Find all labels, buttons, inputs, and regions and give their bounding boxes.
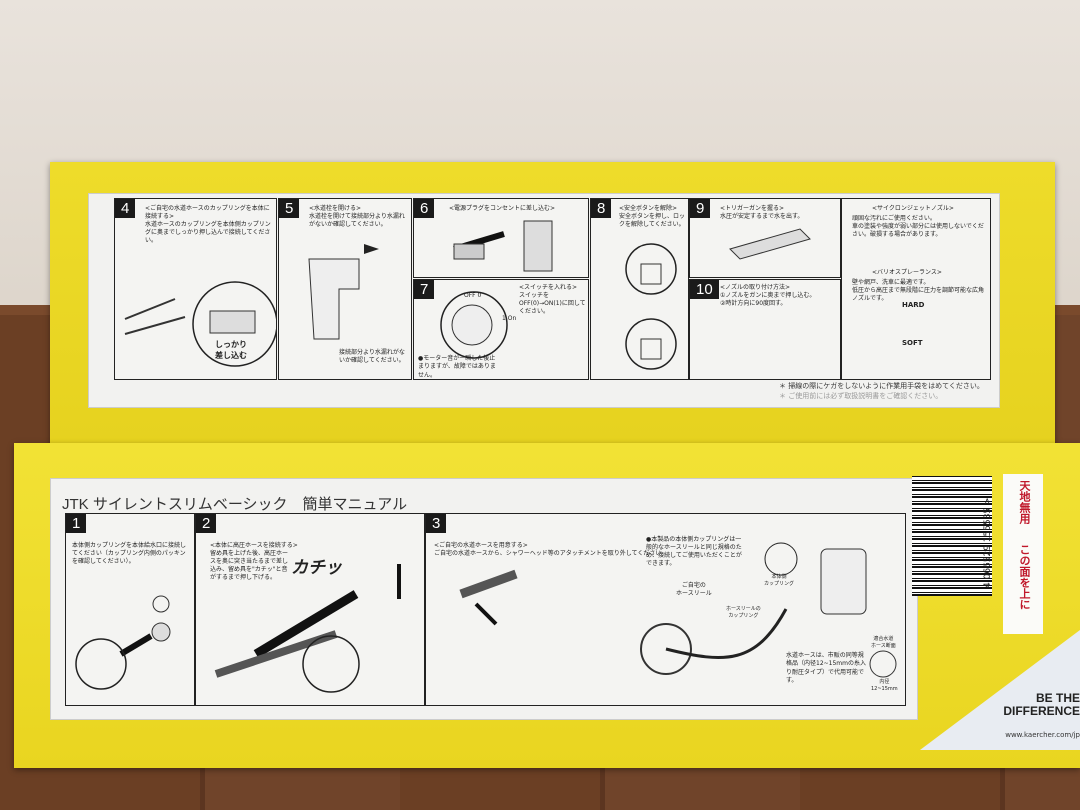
step-title: <本体に高圧ホースを接続する> [210, 542, 298, 549]
step-number: 1 [66, 514, 87, 533]
click-sound-callout: カチッ [291, 558, 342, 578]
step-number: 4 [115, 199, 136, 218]
step-number: 7 [414, 280, 435, 299]
step-1-panel: 1 本体側カップリングを本体給水口に接続してください（カップリング内側のパッキン… [65, 513, 195, 706]
orientation-label: 天地無用 この面を上に [1003, 474, 1043, 634]
step-title: <スイッチを入れる> [519, 284, 578, 291]
footnote: ＊ 掃線の際にケガをしないように作業用手袋をはめてください。 [779, 382, 984, 390]
high-pressure-hose-illustration [214, 564, 401, 693]
faucet-illustration [308, 244, 379, 340]
brand-url: www.kaercher.com/jp [1005, 731, 1080, 739]
footnote: ＊ ご使用前には必ず取扱説明書をご確認ください。 [779, 392, 943, 400]
soft-label: SOFT [902, 339, 923, 347]
step-note: ●モーター音が一瞬した後止まりますが、故障ではありません。 [418, 355, 496, 379]
body-coupling-label: 本体側 カップリング [764, 574, 795, 587]
step-text: スイッチをOFF(0)→ON(1)に回してください。 [519, 292, 586, 316]
step-text: 水圧が安定するまで水を出す。 [720, 213, 804, 220]
hose-coupling-illustration [124, 281, 276, 367]
step-text: ①ノズルをガンに奥まで押し込む。 ②時計方向に90度回す。 [720, 292, 816, 308]
this-side-up-warning: 天地無用 [1018, 480, 1031, 524]
step-7-panel: 7 <スイッチを入れる> スイッチをOFF(0)→ON(1)に回してください。 … [413, 279, 589, 380]
hose-text: 水道ホースは、市販の同等規格品（内径12~15mmの糸入り耐圧タイプ）で代用可能… [786, 652, 866, 685]
step-number: 8 [591, 199, 612, 218]
hose-reel-label: ご自宅の ホースリール [676, 582, 712, 598]
step-2-panel: 2 <本体に高圧ホースを接続する> 留め具を上げた後、高圧ホースを奥に突き当たる… [195, 513, 425, 706]
hard-label: HARD [902, 301, 925, 309]
step-title: <水道栓を開ける> [309, 205, 362, 212]
trigger-gun-illustration [729, 228, 811, 260]
step-10-panel: 10 <ノズルの取り付け方法> ①ノズルをガンに奥まで押し込む。 ②時計方向に9… [689, 279, 841, 380]
hose-reel-connection-illustration [459, 542, 897, 678]
step-4-panel: 4 <ご自宅の水道ホースのカップリングを本体に接続する> 水道ホースのカップリン… [114, 198, 277, 380]
step-9-panel: 9 <トリガーガンを握る> 水圧が安定するまで水を出す。 [689, 198, 841, 278]
cyclone-nozzle-title: <サイクロンジェットノズル> [872, 205, 954, 212]
upper-manual-label: 4 <ご自宅の水道ホースのカップリングを本体に接続する> 水道ホースのカップリン… [88, 193, 1000, 408]
this-face-up-text: この面を上に [1018, 544, 1031, 610]
lock-icons [625, 243, 677, 370]
step-number: 2 [196, 514, 217, 533]
step-text: 留め具を上げた後、高圧ホースを奥に突き当たるまで差し込み、留め具を"カチッ"と音… [210, 550, 289, 582]
vario-lance-text: 壁や網戸、洗車に最適です。 低圧から高圧まで無段階に圧力を調節可能な広角ノズルで… [852, 279, 985, 303]
power-plug-illustration [453, 220, 553, 272]
step-text: 本体側カップリングを本体給水口に接続してください（カップリング内側のパッキンを確… [72, 542, 187, 566]
step-number: 3 [426, 514, 447, 533]
dial-off-label: OFF 0 [464, 292, 482, 299]
step-5-panel: 5 <水道栓を開ける> 水道栓を開けて接続部分より水漏れがないか確認してください… [278, 198, 412, 380]
nozzle-panel: <サイクロンジェットノズル> 頑固な汚れにご使用ください。 車の塗装や強度が弱い… [841, 198, 991, 380]
step-text: 水道栓を開けて接続部分より水漏れがないか確認してください。 [309, 213, 405, 229]
step-title: <ご自宅の水道ホースのカップリングを本体に接続する> [145, 205, 270, 221]
step-text: ご自宅の水道ホースから、シャワーヘッド等のアタッチメントを取り外してください。 [434, 550, 668, 557]
step-text: 水道ホースのカップリングを本体側カップリングに奥までしっかり押し込んで接続してく… [145, 221, 271, 245]
dial-on-label: 1 On [502, 315, 517, 322]
step-number: 5 [279, 199, 300, 218]
step-title: <電源プラグをコンセントに差し込む> [449, 205, 556, 212]
vario-lance-title: <バリオスプレーランス> [872, 269, 942, 276]
barcode-number: 4 066529 155535 > [983, 497, 993, 588]
brand-slogan: BE THE DIFFERENCE [1003, 691, 1080, 719]
step-text: 安全ボタンを押し、ロックを解除してください。 [619, 213, 686, 229]
step-note: 接続部分より水漏れがないか確認してください。 [339, 349, 405, 365]
step-title: <ご自宅の水道ホースを用意する> [434, 542, 528, 549]
step-number: 9 [690, 199, 711, 218]
power-switch-dial-illustration [440, 291, 508, 359]
step-title: <安全ボタンを解除> [619, 205, 678, 212]
barcode [912, 476, 992, 596]
step-number: 10 [690, 280, 719, 299]
inner-diameter-label: 内径 12~15mm [871, 679, 898, 692]
step-title: <トリガーガンを握る> [720, 205, 785, 212]
manual-title: JTK サイレントスリムベーシック 簡単マニュアル [62, 496, 408, 513]
step-3-panel: 3 <ご自宅の水道ホースを用意する> ご自宅の水道ホースから、シャワーヘッド等の… [425, 513, 906, 706]
inlet-coupling-illustration [75, 595, 171, 690]
push-in-callout: しっかり 差し込む [215, 340, 247, 361]
peeled-label-corner [920, 630, 1080, 750]
hose-section-label: 適合水道 ホース断面 [871, 636, 896, 649]
step-note: ●本製品の本体側カップリングは一般的なホースリールと同じ規格のため、接続してご使… [646, 536, 742, 568]
step-8-panel: 8 <安全ボタンを解除> 安全ボタンを押し、ロックを解除してください。 [590, 198, 689, 380]
cyclone-nozzle-text: 頑固な汚れにご使用ください。 車の塗装や強度が弱い部分には使用しないでください。… [852, 215, 984, 239]
step-number: 6 [414, 199, 435, 218]
reel-coupling-label: ホースリールの カップリング [726, 606, 761, 619]
step-title: <ノズルの取り付け方法> [720, 284, 791, 291]
step-6-panel: 6 <電源プラグをコンセントに差し込む> [413, 198, 589, 278]
